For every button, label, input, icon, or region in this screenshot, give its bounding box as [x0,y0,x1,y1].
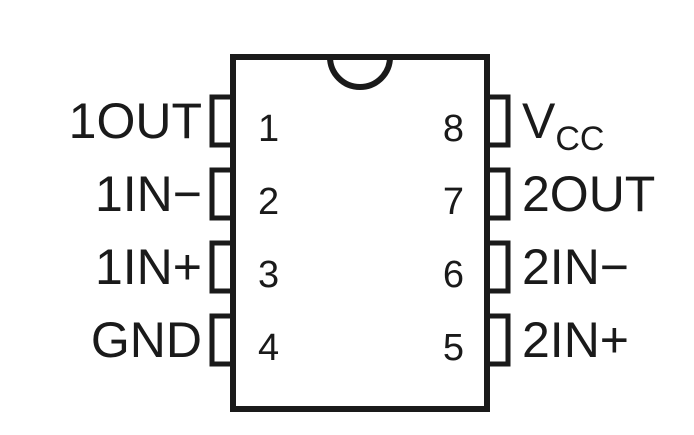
pin-tab-2 [209,167,236,221]
pin-tab-1 [209,94,236,148]
pin-number-8: 8 [443,108,464,150]
chip-body [230,54,490,412]
pin-number-6: 6 [443,254,464,296]
pin-number-4: 4 [258,327,279,369]
pin-number-7: 7 [443,181,464,223]
pin-label-8-main: V [522,93,556,149]
pin-label-8: VCC [522,93,604,158]
pin-tab-5 [484,313,511,367]
pin-label-8-subscript: CC [555,120,604,158]
pin-label-4: GND [91,312,202,368]
pin-tab-6 [484,240,511,294]
pin-tab-7 [484,167,511,221]
pin-tab-3 [209,240,236,294]
pin-tab-4 [209,313,236,367]
pin-label-6: 2IN− [522,239,629,295]
pin-number-5: 5 [443,327,464,369]
pin-number-1: 1 [258,108,279,150]
orientation-notch [327,56,393,90]
pin-label-3: 1IN+ [95,239,202,295]
pin-label-7: 2OUT [522,166,655,222]
pin-tab-8 [484,94,511,148]
pin-number-3: 3 [258,254,279,296]
pin-label-1: 1OUT [69,93,202,149]
pin-label-2: 1IN− [95,166,202,222]
pin-label-5: 2IN+ [522,312,629,368]
pin-number-2: 2 [258,181,279,223]
